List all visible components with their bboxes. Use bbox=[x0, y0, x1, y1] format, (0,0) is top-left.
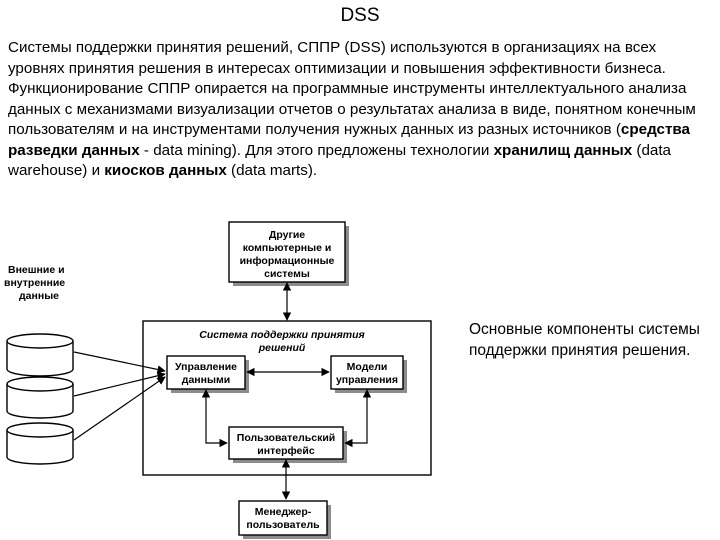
intro-bold-data-marts: киосков данных bbox=[104, 162, 227, 179]
database-cylinder bbox=[6, 422, 74, 465]
diagram-caption: Основные компоненты системы поддержки пр… bbox=[469, 321, 700, 359]
user-interface-line-1: Пользовательский bbox=[237, 432, 335, 444]
arrow-db-to-data-management bbox=[73, 371, 166, 397]
dss-title-line-1: Система поддержки принятия bbox=[199, 329, 364, 341]
intro-text-2: - data mining). Для этого предложены тех… bbox=[139, 141, 494, 159]
external-data-line-3: данные bbox=[19, 290, 59, 302]
external-data-line-1: Внешние и bbox=[8, 264, 65, 276]
external-data-label: Внешние и внутренние данные bbox=[4, 264, 65, 302]
external-systems-line-3: информационные bbox=[240, 255, 335, 267]
intro-paragraph: Системы поддержки принятия решений, СППР… bbox=[8, 38, 714, 182]
external-systems-box: Другие компьютерные и информационные сис… bbox=[228, 221, 349, 286]
model-management-line-1: Модели bbox=[347, 361, 388, 373]
manager-user-box: Менеджер- пользователь bbox=[238, 500, 331, 539]
external-systems-line-4: системы bbox=[264, 268, 310, 280]
database-cylinder bbox=[6, 376, 74, 419]
data-management-box: Управление данными bbox=[166, 355, 249, 393]
external-data-line-2: внутренние bbox=[4, 277, 65, 289]
database-cylinder bbox=[6, 333, 74, 377]
arrow-data-to-interface bbox=[201, 389, 228, 448]
model-management-line-2: управления bbox=[336, 374, 398, 386]
manager-user-line-1: Менеджер- bbox=[255, 506, 312, 518]
intro-text-4: (data marts). bbox=[226, 162, 318, 179]
intro-text-3: (data warehouse) и bbox=[8, 141, 672, 180]
model-management-box: Модели управления bbox=[330, 355, 407, 393]
user-interface-line-2: интерфейс bbox=[257, 445, 315, 457]
data-management-line-2: данными bbox=[182, 374, 230, 386]
slide-title: DSS bbox=[340, 5, 380, 26]
arrow-db-to-data-management bbox=[73, 376, 166, 441]
data-management-line-1: Управление bbox=[175, 361, 237, 373]
intro-bold-data-warehouse: хранилищ данных bbox=[493, 141, 633, 159]
manager-user-line-2: пользователь bbox=[246, 519, 320, 531]
dss-title-line-2: решений bbox=[258, 342, 306, 354]
external-systems-line-2: компьютерные и bbox=[243, 242, 332, 254]
user-interface-box: Пользовательский интерфейс bbox=[228, 426, 347, 463]
intro-text-1: Системы поддержки принятия решений, СППР… bbox=[8, 39, 696, 138]
arrow-db-to-data-management bbox=[73, 351, 166, 374]
intro-bold-data-mining: средства разведки данных bbox=[8, 121, 690, 159]
arrow-models-to-interface bbox=[344, 389, 372, 448]
external-systems-line-1: Другие bbox=[269, 229, 305, 241]
